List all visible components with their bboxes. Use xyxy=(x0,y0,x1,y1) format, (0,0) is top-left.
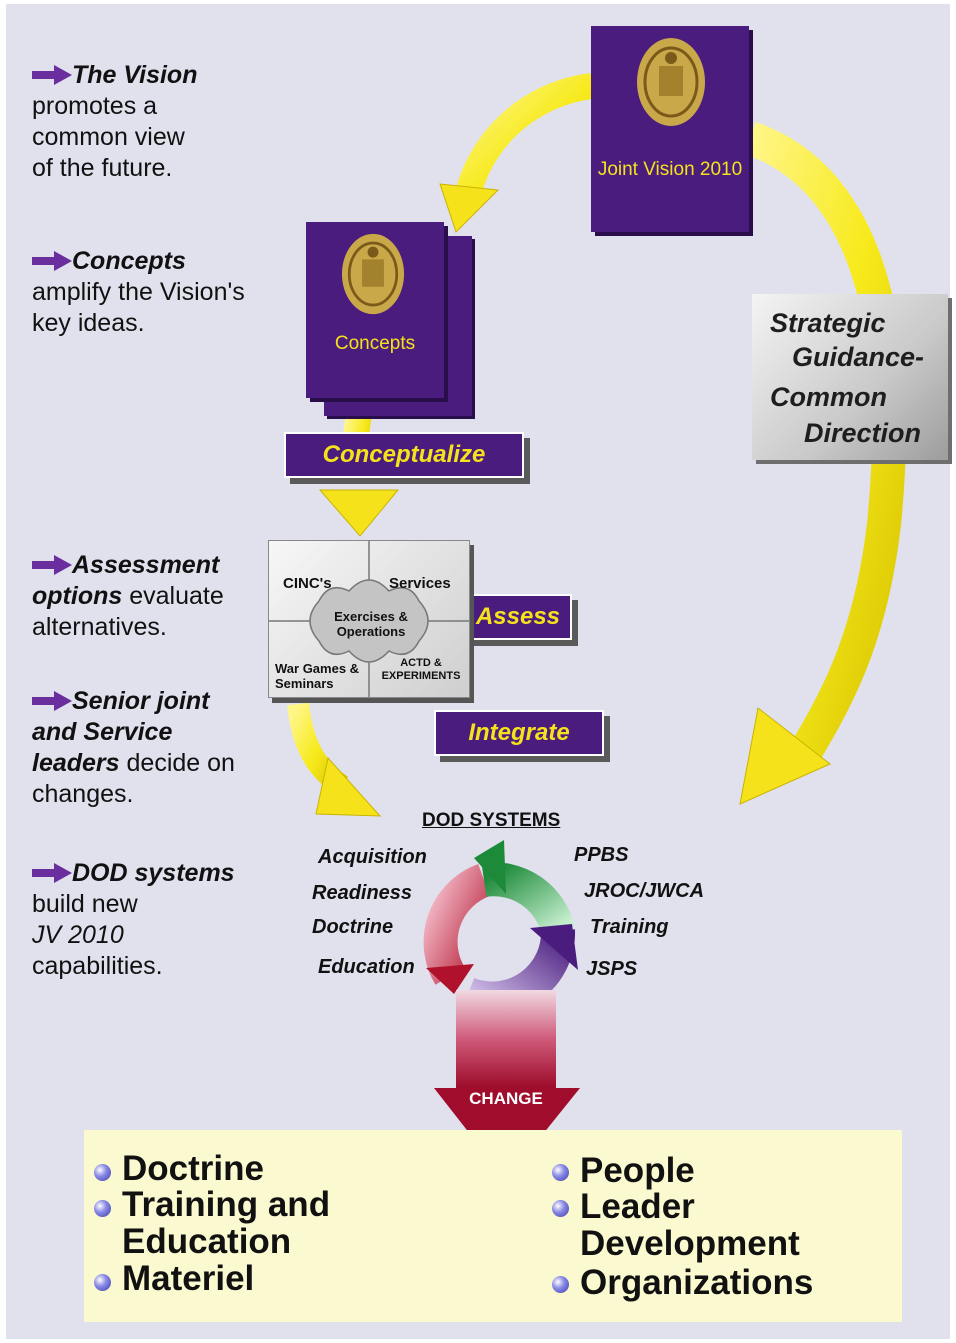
vision-to-concepts-arrow xyxy=(453,73,594,207)
outcome-left-1: Training and Education xyxy=(122,1185,331,1261)
bullet-icon xyxy=(94,1200,111,1217)
assessment-puzzle: CINC's Services Exercises & Operations W… xyxy=(268,540,470,698)
puzzle-exercises: Exercises & Operations xyxy=(334,609,408,639)
arrow-right-icon xyxy=(32,691,72,711)
arrow-right-icon xyxy=(32,65,72,85)
assessment-note-text: evaluate alternatives. xyxy=(32,582,224,641)
dod-right-0: PPBS xyxy=(574,844,629,866)
dod-right-3: JSPS xyxy=(586,958,638,980)
dod-cycle-icon xyxy=(423,840,578,1016)
dod-right-2: Training xyxy=(590,916,669,938)
guidance-line-3: Common xyxy=(770,382,887,412)
puzzle-services: Services xyxy=(389,575,451,592)
seal-icon xyxy=(637,38,705,126)
dod-note-italic: JV 2010 xyxy=(32,921,124,949)
concepts-note-bold: Concepts xyxy=(72,247,186,275)
puzzle-icon xyxy=(269,541,469,697)
vision-note-bold: The Vision xyxy=(72,61,198,89)
assessment-note-bold: Assessment options xyxy=(32,551,220,610)
strategic-guidance-box: Strategic Guidance- Common Direction xyxy=(752,294,948,460)
leaders-note-text: decide on changes. xyxy=(32,749,235,808)
diagram-canvas: The Vision promotes a common view of the… xyxy=(6,4,950,1339)
assess-banner: Assess xyxy=(464,594,572,640)
outcome-right-2: Organizations xyxy=(580,1263,814,1302)
concepts-note: Concepts amplify the Vision's key ideas. xyxy=(32,246,272,339)
guidance-line-2: Guidance- xyxy=(792,342,925,372)
assess-down-arrowhead xyxy=(315,756,382,817)
conceptualize-banner: Conceptualize xyxy=(284,432,524,478)
puzzle-wargames: War Games & Seminars xyxy=(275,661,360,691)
vision-note-text: promotes a common view of the future. xyxy=(32,92,185,182)
dod-note: DOD systems build new JV 2010 capabiliti… xyxy=(32,858,272,982)
vision-to-concepts-arrowhead xyxy=(439,183,500,233)
bullet-icon xyxy=(552,1276,569,1293)
outcomes-box: Doctrine Training and Education Materiel… xyxy=(84,1130,902,1322)
strategic-guidance-arrow xyxy=(744,121,907,773)
change-label: CHANGE xyxy=(469,1089,543,1108)
bullet-icon xyxy=(552,1164,569,1181)
leaders-note-bold: Senior joint and Service leaders xyxy=(32,687,210,777)
puzzle-cincs: CINC's xyxy=(283,575,332,592)
concepts-title: Concepts xyxy=(334,333,416,354)
jv2010-title: Joint Vision 2010 xyxy=(597,159,743,180)
flow-arrows xyxy=(287,73,907,1180)
bullet-icon xyxy=(552,1200,569,1217)
dod-note-text1: build new xyxy=(32,890,138,918)
outcome-left-2: Materiel xyxy=(122,1259,255,1298)
dod-note-text2: capabilities. xyxy=(32,952,163,980)
bullet-icon xyxy=(94,1274,111,1291)
guidance-line-4: Direction xyxy=(804,418,922,448)
integrate-banner: Integrate xyxy=(434,710,604,756)
vision-note: The Vision promotes a common view of the… xyxy=(32,60,197,184)
bullet-icon xyxy=(94,1164,111,1181)
strategic-guidance-arrowhead xyxy=(739,707,831,805)
outcome-right-1: Leader Development xyxy=(580,1187,800,1263)
dod-left-0: Acquisition xyxy=(318,846,427,868)
dod-note-bold: DOD systems xyxy=(72,859,235,887)
outcome-left-0: Doctrine xyxy=(122,1149,264,1188)
guidance-line-1: Strategic xyxy=(770,308,886,338)
arrow-right-icon xyxy=(32,555,72,575)
jv2010-book: Joint Vision 2010 xyxy=(591,26,749,232)
arrow-right-icon xyxy=(32,863,72,883)
arrow-right-icon xyxy=(32,251,72,271)
concepts-note-text: amplify the Vision's key ideas. xyxy=(32,278,245,337)
dod-right-1: JROC/JWCA xyxy=(584,880,705,902)
seal-icon xyxy=(341,233,405,315)
outcome-right-0: People xyxy=(580,1151,695,1190)
dod-systems-title: DOD SYSTEMS xyxy=(422,810,561,831)
dod-left-3: Education xyxy=(318,956,415,978)
puzzle-actd: ACTD & EXPERIMENTS xyxy=(381,657,461,682)
leaders-note: Senior joint and Service leaders decide … xyxy=(32,686,247,810)
concepts-book: Concepts xyxy=(306,222,444,398)
dod-left-2: Doctrine xyxy=(312,916,394,938)
concepts-down-arrowhead xyxy=(318,489,400,537)
assessment-note: Assessment options evaluate alternatives… xyxy=(32,550,252,643)
dod-left-1: Readiness xyxy=(312,882,413,904)
